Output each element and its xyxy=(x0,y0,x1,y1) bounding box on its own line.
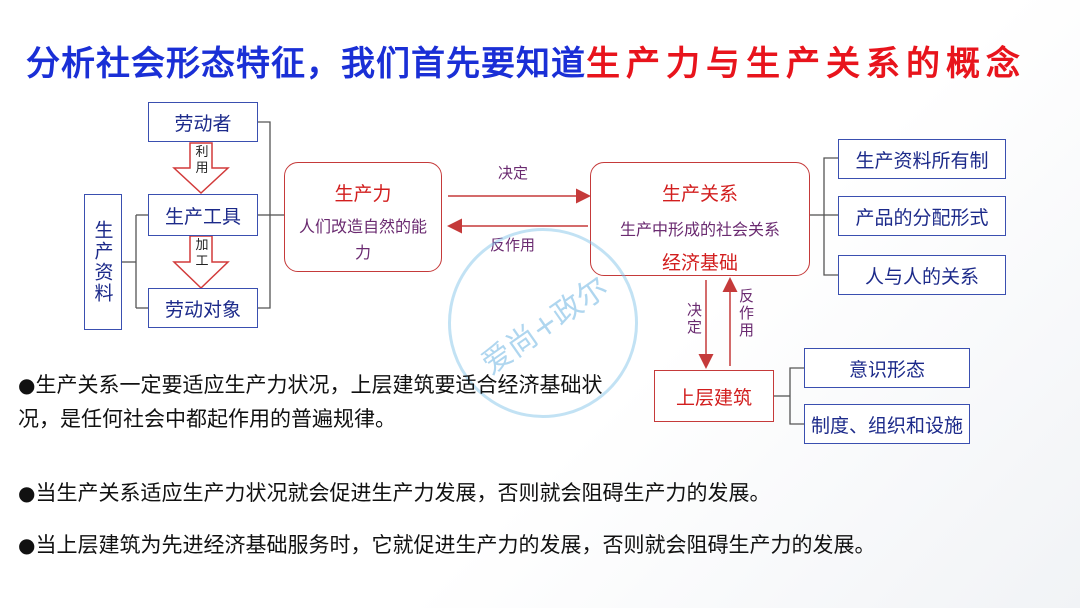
means-of-production-box: 生产资料 xyxy=(84,194,122,330)
page-title: 分析社会形态特征，我们首先要知道生产力与生产关系的概念 xyxy=(26,36,1066,84)
productive-forces-box: 生产力 人们改造自然的能力 xyxy=(284,162,442,272)
bullet-2-text: 当生产关系适应生产力状况就会促进生产力发展，否则就会阻碍生产力的发展。 xyxy=(35,481,771,505)
relations-title: 生产关系 xyxy=(661,183,738,205)
tool-box: 生产工具 xyxy=(148,194,258,236)
bullet-1: ●生产关系一定要适应生产力状况，上层建筑要适合经济基础状况，是任何社会中都起作用… xyxy=(18,368,628,436)
superstructure-box: 上层建筑 xyxy=(654,370,774,422)
bullet-3-text: 当上层建筑为先进经济基础服务时，它就促进生产力的发展，否则就会阻碍生产力的发展。 xyxy=(35,533,876,557)
right-item-label: 生产资料所有制 xyxy=(855,149,989,172)
decide-down-label: 决定 xyxy=(685,302,703,336)
right-item-label: 产品的分配形式 xyxy=(855,206,989,229)
tool-label: 生产工具 xyxy=(164,205,241,228)
right-item-relationships: 人与人的关系 xyxy=(838,255,1006,295)
superstructure-title: 上层建筑 xyxy=(675,386,752,409)
react-label: 反作用 xyxy=(490,236,536,254)
laborer-box: 劳动者 xyxy=(148,102,258,142)
object-box: 劳动对象 xyxy=(148,288,258,328)
object-label: 劳动对象 xyxy=(164,298,241,321)
bullet-1-text: 生产关系一定要适应生产力状况，上层建筑要适合经济基础状况，是任何社会中都起作用的… xyxy=(18,373,603,431)
right-item-label: 人与人的关系 xyxy=(864,265,979,288)
productive-forces-title: 生产力 xyxy=(334,183,392,205)
super-item-label: 意识形态 xyxy=(848,358,925,381)
decide-label: 决定 xyxy=(498,164,529,182)
down-arrow-1 xyxy=(172,142,230,195)
arrow-label-process: 加工 xyxy=(195,238,209,269)
laborer-label: 劳动者 xyxy=(174,112,232,135)
economic-base-label: 经济基础 xyxy=(661,252,738,274)
productive-forces-desc: 人们改造自然的能力 xyxy=(298,217,427,262)
bullet-2: ●当生产关系适应生产力状况就会促进生产力发展，否则就会阻碍生产力的发展。 xyxy=(18,476,1068,510)
relations-desc: 生产中形成的社会关系 xyxy=(619,220,780,239)
relations-box: 生产关系 生产中形成的社会关系 经济基础 xyxy=(590,162,810,276)
watermark-text: 爱尚+政尔 xyxy=(475,269,615,382)
bullet-3: ●当上层建筑为先进经济基础服务时，它就促进生产力的发展，否则就会阻碍生产力的发展… xyxy=(18,528,1058,562)
means-of-production-label: 生产资料 xyxy=(91,220,114,304)
down-arrow-2 xyxy=(172,235,230,290)
title-part1: 分析社会形态特征，我们首先要知道 xyxy=(26,44,586,84)
bullet-dot: ● xyxy=(18,373,36,397)
right-item-ownership: 生产资料所有制 xyxy=(838,139,1006,179)
bullet-dot: ● xyxy=(18,481,36,505)
bullet-dot: ● xyxy=(18,533,36,557)
right-item-distribution: 产品的分配形式 xyxy=(838,196,1006,236)
arrow-label-use: 利用 xyxy=(195,145,209,176)
title-part2: 生产力与生产关系的概念 xyxy=(586,44,1026,84)
super-item-institutions: 制度、组织和设施 xyxy=(804,404,970,444)
react-up-label: 反作用 xyxy=(737,288,755,339)
super-item-ideology: 意识形态 xyxy=(804,348,970,388)
super-item-label: 制度、组织和设施 xyxy=(810,414,963,437)
